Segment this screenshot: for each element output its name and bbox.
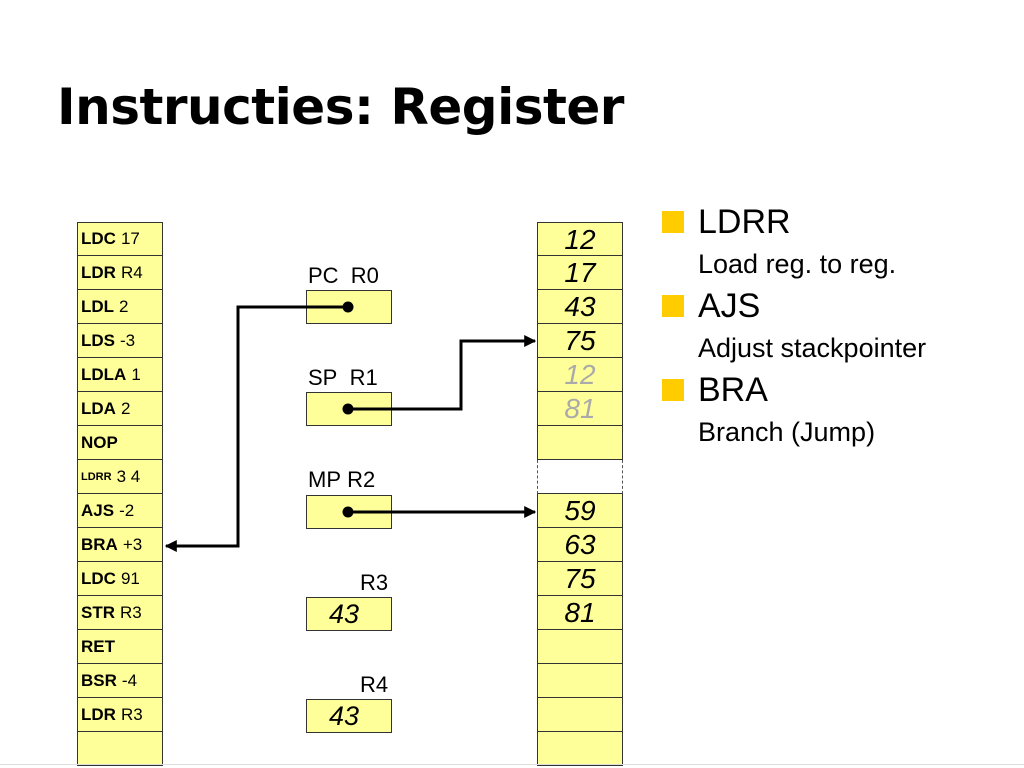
mp-pointer-arrow bbox=[342, 506, 537, 518]
code-cell bbox=[77, 732, 163, 766]
stack-cell: 12 bbox=[537, 358, 623, 392]
code-opcode: RET bbox=[81, 636, 115, 656]
bullet-instruction: LDRR bbox=[698, 203, 791, 241]
stack-cell: 81 bbox=[537, 596, 623, 630]
square-bullet-icon bbox=[662, 379, 684, 401]
stack-cell: 12 bbox=[537, 222, 623, 256]
code-opcode: LDA bbox=[81, 398, 116, 418]
stack-gap bbox=[537, 460, 623, 494]
stack-cell: 75 bbox=[537, 562, 623, 596]
stack-cell: 59 bbox=[537, 494, 623, 528]
code-opcode: LDC bbox=[81, 229, 116, 248]
code-opcode: NOP bbox=[81, 432, 118, 452]
bullet-item: AJS Adjust stackpointer bbox=[662, 284, 1012, 368]
slide-title: Instructies: Register bbox=[57, 78, 624, 136]
code-opcode: BRA bbox=[81, 534, 118, 554]
code-opcode: LDC bbox=[81, 568, 116, 588]
code-cell: AJS-2 bbox=[77, 494, 163, 528]
stack-cell bbox=[537, 664, 623, 698]
code-argument: -2 bbox=[119, 500, 135, 520]
stack-cell bbox=[537, 732, 623, 766]
code-opcode: LDL bbox=[81, 296, 115, 316]
code-opcode: LDS bbox=[81, 330, 115, 350]
code-opcode: AJS bbox=[81, 500, 115, 520]
sp-pointer-arrow bbox=[342, 335, 537, 415]
code-cell: BRA+3 bbox=[77, 528, 163, 562]
code-cell: LDS-3 bbox=[77, 324, 163, 358]
code-argument: 2 bbox=[119, 296, 129, 316]
register-alias: SP bbox=[308, 365, 338, 390]
register-name: R0 bbox=[350, 263, 379, 288]
code-argument: R3 bbox=[120, 602, 142, 622]
register-r3-box: 43 bbox=[306, 597, 392, 631]
bullet-description: Adjust stackpointer bbox=[698, 333, 927, 363]
register-label-mp-r2: MP R2 bbox=[308, 467, 375, 493]
register-alias: MP bbox=[308, 467, 341, 492]
code-argument: R4 bbox=[120, 262, 143, 282]
stack-cell: 81 bbox=[537, 392, 623, 426]
bullet-instruction: AJS bbox=[698, 287, 761, 325]
code-argument: -4 bbox=[121, 670, 138, 690]
code-opcode: LDR bbox=[81, 704, 116, 724]
pc-pointer-arrow bbox=[164, 301, 354, 552]
code-argument: -3 bbox=[120, 330, 136, 350]
register-r4-box: 43 bbox=[306, 699, 392, 733]
register-name: R2 bbox=[347, 467, 376, 492]
stack-cell: 63 bbox=[537, 528, 623, 562]
bottom-divider bbox=[0, 764, 1024, 765]
register-alias: PC bbox=[308, 263, 339, 288]
code-argument: +3 bbox=[122, 534, 143, 554]
register-label-r4: R4 bbox=[360, 672, 389, 697]
square-bullet-icon bbox=[662, 211, 684, 233]
stack-cell bbox=[537, 698, 623, 732]
square-bullet-icon bbox=[662, 295, 684, 317]
code-opcode: LDR bbox=[81, 262, 116, 282]
register-label-sp-r1: SP R1 bbox=[308, 365, 378, 391]
bullet-item: LDRR Load reg. to reg. bbox=[662, 200, 1012, 284]
bullet-description: Load reg. to reg. bbox=[698, 249, 897, 279]
code-argument: 17 bbox=[120, 229, 140, 248]
code-argument: 1 bbox=[131, 364, 141, 384]
stack-cell: 43 bbox=[537, 290, 623, 324]
code-opcode: LDRR bbox=[81, 470, 112, 483]
code-argument: 3 4 bbox=[116, 466, 141, 486]
bullet-description: Branch (Jump) bbox=[698, 417, 876, 447]
instruction-bullet-list: LDRR Load reg. to reg. AJS Adjust stackp… bbox=[662, 200, 1012, 452]
stack-cell bbox=[537, 426, 623, 460]
code-cell: BSR-4 bbox=[77, 664, 163, 698]
register-label-r3: R3 bbox=[360, 570, 389, 595]
code-opcode: BSR bbox=[81, 670, 117, 690]
register-name: R1 bbox=[349, 365, 378, 390]
code-cell: RET bbox=[77, 630, 163, 664]
bullet-instruction: BRA bbox=[698, 371, 768, 409]
register-label-pc-r0: PC R0 bbox=[308, 263, 379, 289]
bullet-item: BRA Branch (Jump) bbox=[662, 368, 1012, 452]
code-argument: 91 bbox=[120, 568, 140, 588]
code-argument: 2 bbox=[120, 398, 131, 418]
code-cell: LDRR 3 4 bbox=[77, 460, 163, 494]
code-argument: R3 bbox=[120, 704, 143, 724]
code-opcode: STR bbox=[81, 602, 115, 622]
stack-cell: 17 bbox=[537, 256, 623, 290]
code-cell: NOP bbox=[77, 426, 163, 460]
code-opcode: LDLA bbox=[81, 364, 127, 384]
stack-cell: 75 bbox=[537, 324, 623, 358]
stack-cell bbox=[537, 630, 623, 664]
stack-memory: 12 17 43 75 12 81 59 63 75 81 bbox=[537, 222, 623, 766]
